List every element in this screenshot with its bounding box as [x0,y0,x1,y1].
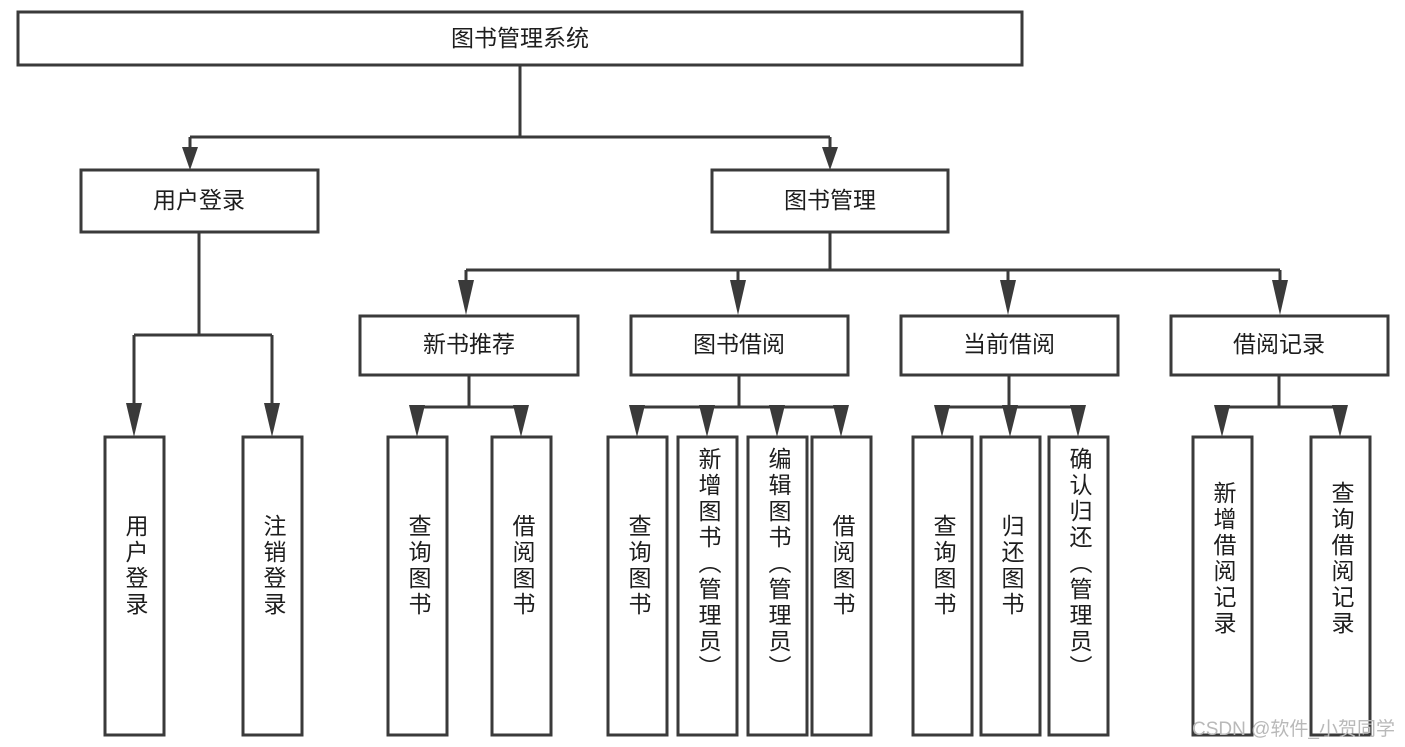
node-root-box[interactable] [16,10,1024,67]
arrow-book-manage [822,147,838,170]
arrow-user-login [182,147,198,170]
node-leaf-confirm-return-label: 确认归还（管理员） [1066,447,1092,681]
node-leaf-borrow-book-1-box[interactable] [490,435,553,737]
node-book-borrow[interactable]: 图书借阅 [629,314,850,377]
arrow-leaf-logout [264,403,280,437]
node-book-manage-label: 图书管理 [784,187,876,213]
csdn-watermark: CSDN @软件_小贺同学 [1192,719,1395,740]
leaf-label-wrap-query-book-3: 查询图书 [913,437,972,735]
node-leaf-query-book-1-label: 查询图书 [405,514,431,618]
node-new-book-recommend-box[interactable] [358,314,580,377]
node-leaf-confirm-return-box[interactable] [1047,435,1110,737]
node-borrow-record-box[interactable] [1169,314,1390,377]
node-leaf-query-record-box[interactable] [1309,435,1372,737]
node-leaf-user-login-box[interactable] [103,435,166,737]
node-leaf-query-book-2-label: 查询图书 [625,514,651,618]
arrow-borrow-record [1272,280,1288,315]
leaf-label-wrap-add-record: 新增借阅记录 [1193,437,1252,735]
node-current-borrow[interactable]: 当前借阅 [899,314,1120,377]
node-current-borrow-box[interactable] [899,314,1120,377]
arrow-leaf-borrow-book-2 [833,405,849,437]
node-borrow-record[interactable]: 借阅记录 [1169,314,1390,377]
node-leaf-add-record-label: 新增借阅记录 [1210,481,1236,637]
node-book-borrow-box[interactable] [629,314,850,377]
node-leaf-borrow-book-2-box[interactable] [810,435,873,737]
node-leaf-query-book-2-box[interactable] [606,435,669,737]
node-leaf-user-login-label: 用户登录 [122,514,148,618]
node-book-borrow-label: 图书借阅 [693,331,785,357]
leaf-label-wrap-borrow-book-1: 借阅图书 [492,437,551,735]
node-new-book-recommend-label: 新书推荐 [423,331,515,357]
node-leaf-borrow-book-1-label: 借阅图书 [509,514,535,618]
arrow-leaf-add-record [1214,405,1230,437]
node-leaf-query-record-label: 查询借阅记录 [1328,481,1354,637]
leaf-label-wrap-edit-book: 编辑图书（管理员） [748,437,807,735]
arrow-leaf-return-book [1002,405,1018,437]
node-leaf-return-book-box[interactable] [979,435,1042,737]
node-leaf-add-book-box[interactable] [676,435,739,737]
node-root-label: 图书管理系统 [451,25,589,51]
arrow-leaf-query-book-1 [409,405,425,437]
node-user-login-box[interactable] [79,168,320,234]
node-leaf-add-book-label: 新增图书（管理员） [695,447,721,681]
node-new-book-recommend[interactable]: 新书推荐 [358,314,580,377]
leaf-label-wrap-add-book: 新增图书（管理员） [678,437,737,735]
arrow-leaf-query-book-3 [934,405,950,437]
node-leaf-logout-box[interactable] [241,435,304,737]
node-leaf-edit-book-box[interactable] [746,435,809,737]
node-user-login[interactable]: 用户登录 [79,168,320,234]
arrow-current-borrow [1000,280,1016,315]
node-leaf-add-record-box[interactable] [1191,435,1254,737]
arrow-leaf-edit-book [769,405,785,437]
arrow-leaf-add-book [699,405,715,437]
leaf-label-wrap-confirm-return: 确认归还（管理员） [1049,437,1108,735]
node-leaf-query-book-3-box[interactable] [911,435,974,737]
arrow-leaf-query-book-2 [629,405,645,437]
leaf-label-wrap-query-book-2: 查询图书 [608,437,667,735]
node-book-manage-box[interactable] [710,168,950,234]
node-leaf-logout-label: 注销登录 [260,514,286,618]
node-leaf-edit-book-label: 编辑图书（管理员） [765,447,791,681]
node-user-login-label: 用户登录 [153,187,245,213]
node-borrow-record-label: 借阅记录 [1233,331,1325,357]
arrow-book-borrow [730,280,746,315]
arrow-leaf-query-record [1332,405,1348,437]
leaf-label-wrap-logout: 注销登录 [243,437,302,735]
arrow-leaf-user-login [126,403,142,437]
connector-group [126,65,1348,437]
arrow-leaf-confirm-return [1070,405,1086,437]
node-leaf-query-book-3-label: 查询图书 [930,514,956,618]
leaf-label-wrap-user-login: 用户登录 [105,437,164,735]
leaf-label-wrap-query-record: 查询借阅记录 [1311,437,1370,735]
node-leaf-borrow-book-2-label: 借阅图书 [829,514,855,618]
node-current-borrow-label: 当前借阅 [963,331,1055,357]
arrow-leaf-borrow-book-1 [513,405,529,437]
leaf-box-group [103,435,1372,737]
leaf-label-wrap-query-book-1: 查询图书 [388,437,447,735]
node-root[interactable]: 图书管理系统 [16,10,1024,67]
node-book-manage[interactable]: 图书管理 [710,168,950,234]
leaf-label-wrap-borrow-book-2: 借阅图书 [812,437,871,735]
arrow-new-book-recommend [458,280,474,315]
leaf-label-wrap-return-book: 归还图书 [981,437,1040,735]
node-leaf-return-book-label: 归还图书 [998,514,1024,618]
node-leaf-query-book-1-box[interactable] [386,435,449,737]
